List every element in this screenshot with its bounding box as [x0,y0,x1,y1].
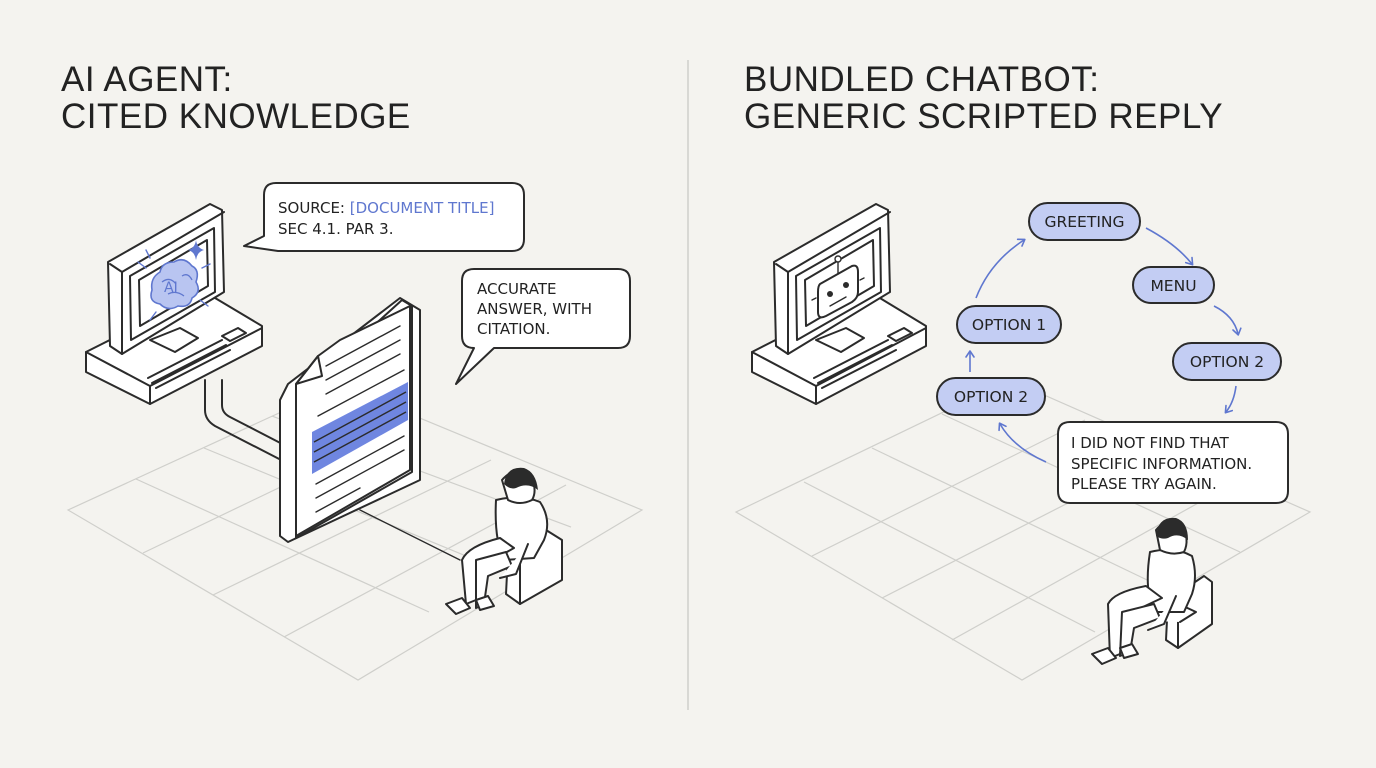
robot-icon [811,255,865,319]
flow-node-option2-right: OPTION 2 [1172,342,1282,381]
answer-bubble: ACCURATE ANSWER, WITH CITATION. [455,268,631,385]
flow-node-menu: MENU [1132,266,1215,304]
svg-text:OPTION 2: OPTION 2 [1190,353,1264,371]
svg-text:GREETING: GREETING [1044,213,1124,231]
monitor-ai-label: AI [164,280,178,296]
reply-bubble: I DID NOT FIND THAT SPECIFIC INFORMATION… [1057,421,1289,504]
svg-text:MENU: MENU [1150,277,1196,295]
left-cable [204,379,286,463]
right-title-line1: BUNDLED CHATBOT: [744,60,1100,99]
brain-icon: AI [137,249,211,321]
left-person-icon [445,467,563,615]
source-label: SOURCE: [DOCUMENT TITLE] [278,199,494,217]
flow-node-option2-left: OPTION 2 [936,377,1046,416]
answer-line-3: CITATION. [477,320,550,338]
left-title-line2: CITED KNOWLEDGE [61,97,411,136]
source-reference: SEC 4.1. PAR 3. [278,220,393,238]
svg-text:OPTION 2: OPTION 2 [954,388,1028,406]
flow-node-option1: OPTION 1 [956,305,1062,344]
flow-arrows [965,227,1242,463]
answer-line-2: ANSWER, WITH [477,300,592,318]
source-document-title: [DOCUMENT TITLE] [350,199,495,217]
svg-text:OPTION 1: OPTION 1 [972,316,1046,334]
reply-line-3: PLEASE TRY AGAIN. [1071,475,1217,493]
right-floor-grid [734,379,1312,681]
reply-line-2: SPECIFIC INFORMATION. [1071,455,1252,473]
left-title-line1: AI AGENT: [61,60,233,99]
source-bubble: SOURCE: [DOCUMENT TITLE] SEC 4.1. PAR 3. [243,182,525,252]
answer-line-1: ACCURATE [477,280,556,298]
sparkle-icon [188,240,204,260]
right-title-line2: GENERIC SCRIPTED REPLY [744,97,1224,136]
right-person-icon [1091,517,1213,665]
document-icon [279,297,421,543]
flow-node-greeting: GREETING [1028,202,1141,241]
left-doc-cable [359,509,461,561]
reply-line-1: I DID NOT FIND THAT [1071,434,1230,452]
